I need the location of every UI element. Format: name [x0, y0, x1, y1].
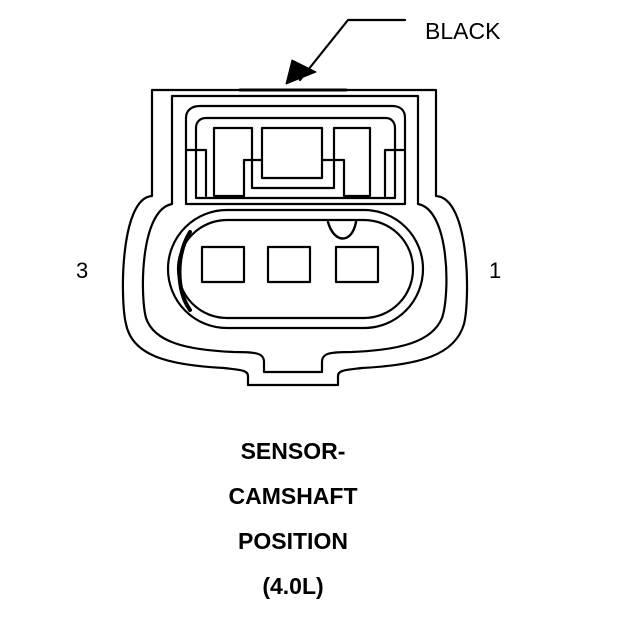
wire-color-label: BLACK — [425, 18, 501, 44]
latch-side-left — [184, 148, 208, 198]
caption-line-4: (4.0L) — [262, 573, 324, 599]
terminal-cavity-1 — [334, 245, 380, 284]
caption-line-3: POSITION — [238, 528, 348, 554]
connector-housing-outer — [121, 88, 469, 387]
terminal-cavity-3 — [200, 245, 246, 284]
connector-diagram — [121, 18, 469, 387]
leader-arrowhead — [285, 59, 317, 85]
pin-number-left: 3 — [76, 258, 89, 283]
latch-frame-inner — [194, 116, 397, 200]
leader-line — [298, 18, 407, 82]
pin-number-right: 1 — [489, 258, 502, 283]
latch-tab — [212, 126, 372, 198]
latch-frame — [184, 104, 407, 206]
latch-side-right — [383, 148, 407, 198]
key-notch — [326, 220, 358, 240]
latch-tab-slot — [260, 158, 324, 180]
caption-line-1: SENSOR- — [240, 438, 346, 464]
terminal-face-outer — [166, 208, 425, 330]
terminal-face-shadow — [177, 230, 192, 312]
caption-block: SENSOR- CAMSHAFT POSITION (4.0L) — [170, 440, 416, 620]
caption-line-2: CAMSHAFT — [228, 483, 358, 509]
terminal-cavity-2 — [266, 245, 312, 284]
connector-housing-inner — [141, 94, 448, 374]
